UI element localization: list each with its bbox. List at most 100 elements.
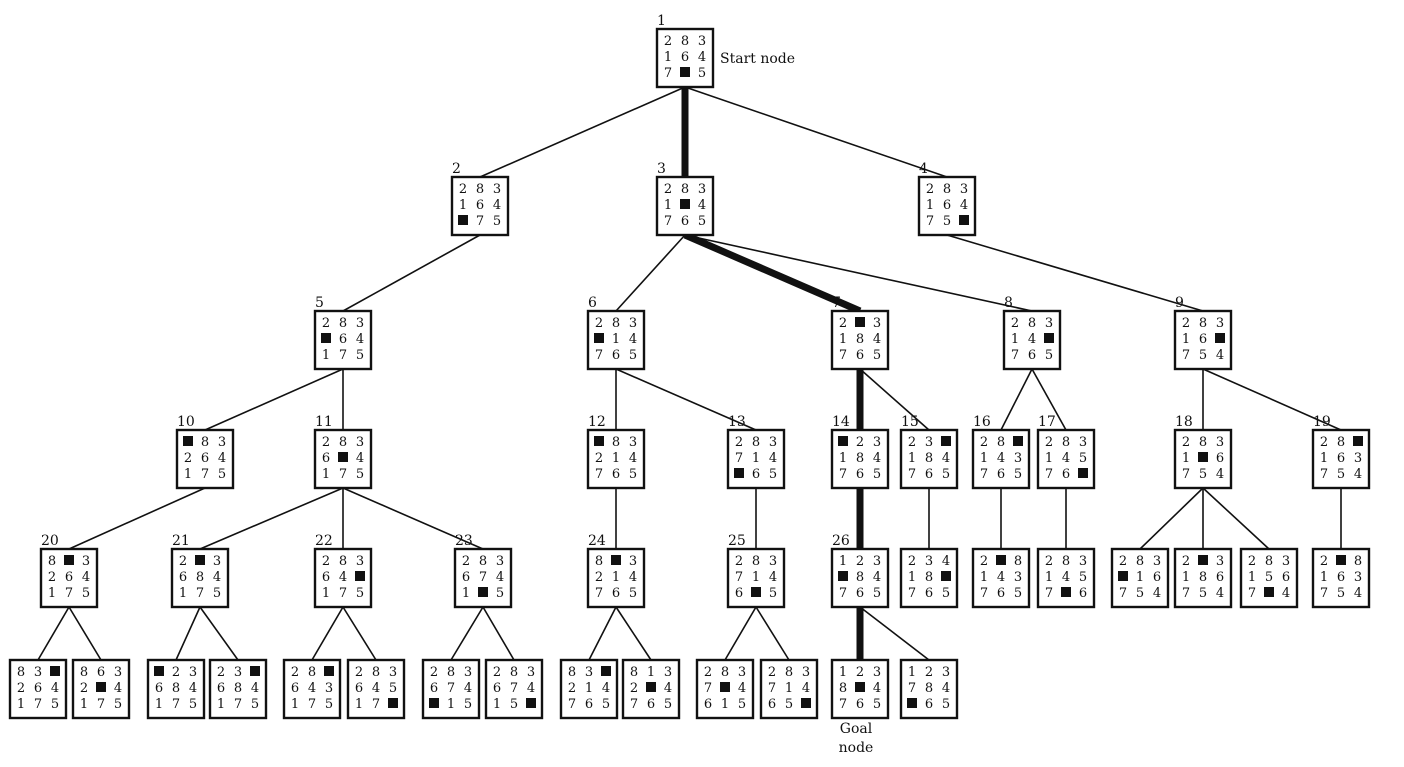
tile-1: 1 (926, 198, 934, 213)
tile-5: 5 (1265, 570, 1273, 585)
tile-8: 8 (925, 681, 933, 696)
tile-6: 6 (430, 681, 438, 696)
tile-2: 2 (1182, 554, 1190, 569)
tile-3: 3 (356, 435, 364, 450)
node-number: 22 (315, 533, 333, 549)
tile-6: 6 (612, 467, 620, 482)
tile-5: 5 (51, 697, 59, 712)
tile-1: 1 (179, 586, 187, 601)
tile-4: 4 (1028, 332, 1036, 347)
tile-6: 6 (493, 681, 501, 696)
tile-7: 7 (595, 467, 603, 482)
tile-2: 2 (17, 681, 25, 696)
tree-edge (450, 606, 484, 661)
tile-3: 3 (1153, 554, 1161, 569)
tile-7: 7 (510, 681, 518, 696)
tile-2: 2 (664, 34, 672, 49)
tile-7: 7 (65, 586, 73, 601)
tile-2: 2 (704, 665, 712, 680)
tree-edge (684, 234, 1033, 312)
tile-6: 6 (339, 332, 347, 347)
tile-6: 6 (1282, 570, 1290, 585)
tile-2: 2 (172, 665, 180, 680)
tile-7: 7 (1248, 586, 1256, 601)
blank-tile (478, 587, 488, 597)
tile-1: 1 (1248, 570, 1256, 585)
tile-5: 5 (698, 214, 706, 229)
tile-2: 2 (735, 554, 743, 569)
tile-6: 6 (1028, 348, 1036, 363)
tile-3: 3 (1216, 435, 1224, 450)
tile-5: 5 (82, 586, 90, 601)
node-number: 24 (588, 533, 606, 549)
puzzle-board (759, 658, 819, 720)
tile-3: 3 (960, 182, 968, 197)
tile-7: 7 (339, 348, 347, 363)
tile-8: 8 (339, 316, 347, 331)
tile-6: 6 (1062, 467, 1070, 482)
tile-3: 3 (1216, 554, 1224, 569)
tile-3: 3 (738, 665, 746, 680)
tile-2: 2 (1320, 435, 1328, 450)
tile-8: 8 (595, 554, 603, 569)
tile-7: 7 (1011, 348, 1019, 363)
tile-4: 4 (942, 681, 950, 696)
tile-5: 5 (1079, 570, 1087, 585)
tile-7: 7 (735, 451, 743, 466)
tile-7: 7 (1182, 467, 1190, 482)
blank-tile (855, 317, 865, 327)
tile-1: 1 (217, 697, 225, 712)
tile-2: 2 (1011, 316, 1019, 331)
puzzle-board (726, 547, 786, 609)
tile-1: 1 (785, 681, 793, 696)
tree-edge (724, 606, 757, 661)
tile-5: 5 (664, 697, 672, 712)
tile-7: 7 (595, 348, 603, 363)
tile-1: 1 (721, 697, 729, 712)
tile-2: 2 (839, 316, 847, 331)
node-number: 13 (728, 414, 746, 430)
tile-4: 4 (527, 681, 535, 696)
tile-5: 5 (1014, 467, 1022, 482)
tile-6: 6 (681, 214, 689, 229)
tile-5: 5 (496, 586, 504, 601)
tile-5: 5 (213, 586, 221, 601)
tile-4: 4 (873, 570, 881, 585)
tile-6: 6 (34, 681, 42, 696)
tile-2: 2 (322, 316, 330, 331)
blank-tile (594, 436, 604, 446)
tile-4: 4 (942, 451, 950, 466)
tree-edge (199, 487, 344, 550)
blank-tile (96, 682, 106, 692)
tile-2: 2 (355, 665, 363, 680)
blank-tile (734, 468, 744, 478)
tile-7: 7 (1119, 586, 1127, 601)
tile-4: 4 (629, 451, 637, 466)
tile-5: 5 (493, 214, 501, 229)
tile-5: 5 (738, 697, 746, 712)
tile-2: 2 (291, 665, 299, 680)
node-number: 17 (1038, 414, 1056, 430)
tile-8: 8 (925, 570, 933, 585)
tile-7: 7 (234, 697, 242, 712)
tile-4: 4 (960, 198, 968, 213)
tile-3: 3 (873, 435, 881, 450)
blank-tile (355, 571, 365, 581)
tile-1: 1 (1045, 451, 1053, 466)
tile-6: 6 (856, 348, 864, 363)
tile-4: 4 (698, 198, 706, 213)
tile-5: 5 (510, 697, 518, 712)
tile-3: 3 (1014, 570, 1022, 585)
blank-tile (1198, 555, 1208, 565)
blank-tile (855, 682, 865, 692)
tile-7: 7 (839, 697, 847, 712)
tile-3: 3 (389, 665, 397, 680)
